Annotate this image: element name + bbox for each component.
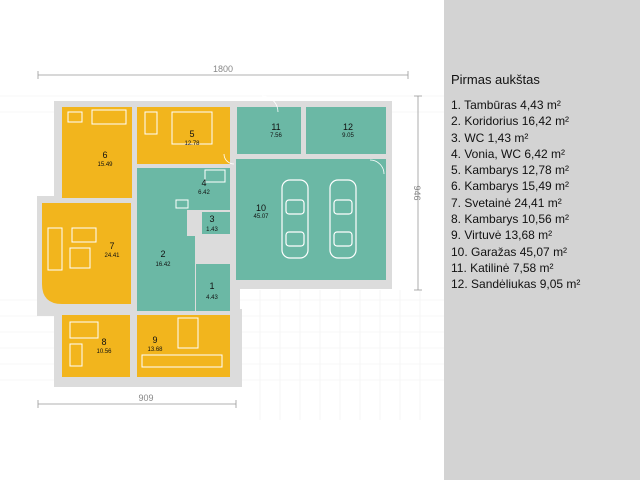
- legend-item-7: 7. Svetainė 24,41 m²: [451, 195, 562, 210]
- dimension-right-label: 946: [412, 185, 422, 200]
- room-11-area: 7.56: [270, 133, 282, 139]
- room-11-fill: [237, 107, 301, 154]
- floor-plan-area: 1800 909 946: [0, 64, 444, 420]
- legend-panel: Pirmas aukštas 1. Tambūras 4,43 m² 2. Ko…: [444, 0, 640, 480]
- room-6-fill: [62, 107, 132, 198]
- legend-item-4: 4. Vonia, WC 6,42 m²: [451, 146, 566, 161]
- room-10-area: 45.07: [253, 214, 269, 220]
- dimension-top-label: 1800: [213, 64, 233, 74]
- room-3-number: 3: [209, 214, 214, 224]
- room-7-fill: [42, 203, 131, 304]
- room-6-number: 6: [102, 150, 107, 160]
- room-9-area: 13.68: [147, 347, 163, 353]
- room-2-area: 16.42: [155, 262, 171, 268]
- room-6-area: 15.49: [97, 162, 113, 168]
- room-9-number: 9: [152, 335, 157, 345]
- floor-plan-drawing: 1800 909 946: [0, 64, 444, 420]
- legend-item-1: 1. Tambūras 4,43 m²: [451, 98, 561, 112]
- car-left: [281, 179, 309, 259]
- legend-list: 1. Tambūras 4,43 m² 2. Koridorius 16,42 …: [451, 97, 580, 293]
- legend-item-2: 2. Koridorius 16,42 m²: [451, 114, 570, 129]
- legend-item-9: 9. Virtuvė 13,68 m²: [451, 228, 553, 243]
- room-7-area: 24.41: [104, 253, 120, 259]
- legend-item-6: 6. Kambarys 15,49 m²: [451, 179, 570, 194]
- room-3-fill: [202, 212, 230, 234]
- room-12-area: 9.05: [342, 133, 354, 139]
- room-1-fill: [196, 264, 230, 311]
- room-8-number: 8: [101, 337, 106, 347]
- room-5-fill: [137, 107, 230, 164]
- legend-title: Pirmas aukštas: [451, 72, 540, 87]
- room-5-area: 12.78: [184, 141, 200, 147]
- room-2-number: 2: [160, 249, 165, 259]
- room-12-fill: [306, 107, 386, 154]
- room-9-fill: [137, 315, 230, 377]
- room-8-fill: [62, 315, 130, 377]
- legend-item-11: 11. Katilinė 7,58 m²: [451, 260, 554, 275]
- dimension-bottom: 909: [37, 393, 237, 408]
- room-7-number: 7: [109, 241, 114, 251]
- room-5-number: 5: [189, 129, 194, 139]
- room-12-number: 12: [343, 122, 353, 132]
- room-8-area: 10.56: [96, 349, 112, 355]
- room-11-number: 11: [271, 122, 280, 132]
- legend-item-8: 8. Kambarys 10,56 m²: [451, 212, 570, 227]
- legend-item-3: 3. WC 1,43 m²: [451, 130, 529, 145]
- door-swings: [223, 95, 385, 175]
- dimension-bottom-label: 909: [138, 393, 153, 403]
- room-10-number: 10: [256, 203, 266, 213]
- car-right: [329, 179, 357, 259]
- legend-item-10: 10. Garažas 45,07 m²: [451, 244, 568, 259]
- room-2b-fill: [170, 236, 195, 311]
- legend-item-5: 5. Kambarys 12,78 m²: [451, 163, 570, 178]
- furniture: [47, 109, 226, 368]
- dimension-right: 946: [412, 95, 422, 291]
- legend-item-12: 12. Sandėliukas 9,05 m²: [451, 277, 581, 292]
- room-10-fill: [236, 159, 386, 280]
- room-1-number: 1: [209, 281, 214, 291]
- room-3-area: 1.43: [206, 227, 218, 233]
- room-4-number: 4: [201, 178, 206, 188]
- room-4-area: 6.42: [198, 190, 210, 196]
- room-1-area: 4.43: [206, 295, 218, 301]
- dimension-top: 1800: [37, 64, 409, 79]
